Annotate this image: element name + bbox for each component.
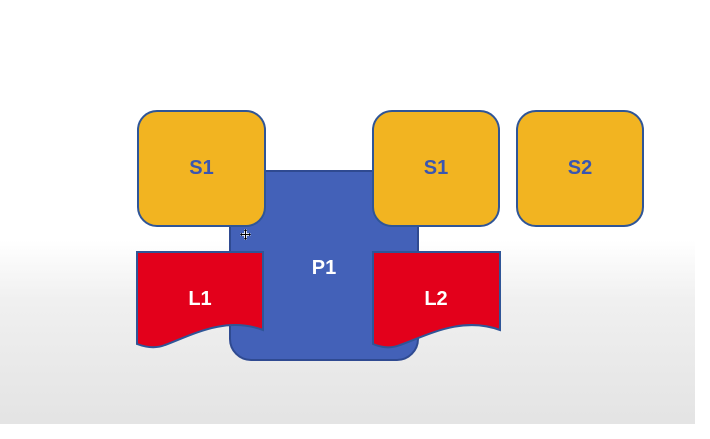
node-s1-left[interactable]: S1 [137,110,266,227]
node-p1-label: P1 [311,257,337,279]
node-s1-left-label: S1 [189,157,214,179]
node-l1-label: L1 [188,288,212,310]
canvas-right-margin [695,0,710,439]
move-cursor-icon [240,229,251,240]
node-s2-label: S2 [567,157,593,179]
node-s1-right-label: S1 [423,157,449,179]
node-s1-right[interactable]: S1 [372,110,500,227]
node-l2-label: L2 [424,288,448,310]
canvas-bottom-margin [0,424,710,439]
node-s2[interactable]: S2 [516,110,644,227]
